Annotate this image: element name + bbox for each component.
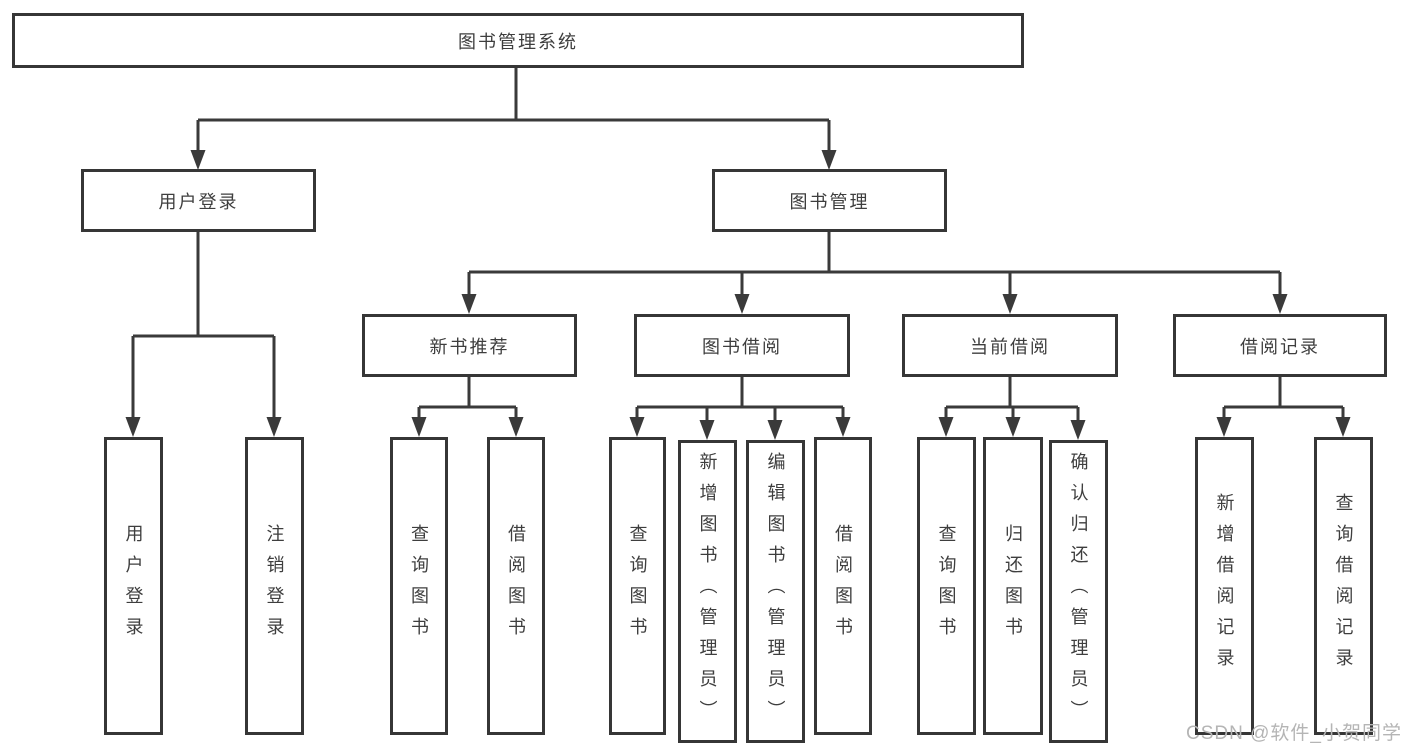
node-new-book-recommend: 新书推荐 <box>362 314 577 377</box>
leaf-query-book-borrow-label: 查询图书 <box>627 524 648 648</box>
leaf-query-book-borrow: 查询图书 <box>609 437 666 735</box>
leaf-query-book-current: 查询图书 <box>917 437 976 735</box>
leaf-return-book-label: 归还图书 <box>1003 524 1023 648</box>
node-new-book-recommend-label: 新书推荐 <box>429 336 510 357</box>
leaf-return-book: 归还图书 <box>983 437 1043 735</box>
leaf-borrow-book-recommend: 借阅图书 <box>487 437 545 735</box>
node-book-management-label: 图书管理 <box>789 191 870 212</box>
arrowheads <box>125 150 1351 440</box>
leaf-logout-label: 注销登录 <box>264 524 285 648</box>
node-root-label: 图书管理系统 <box>458 31 578 52</box>
leaf-query-book-current-label: 查询图书 <box>936 524 957 648</box>
leaf-query-book-recommend: 查询图书 <box>390 437 448 735</box>
node-book-management: 图书管理 <box>712 169 947 232</box>
node-current-borrow: 当前借阅 <box>902 314 1118 377</box>
node-user-login-label: 用户登录 <box>158 191 239 212</box>
csdn-watermark: CSDN @软件_小贺同学 <box>1186 723 1402 744</box>
node-borrow-records-label: 借阅记录 <box>1240 336 1320 357</box>
leaf-confirm-return-admin-label: 确认归还（管理员） <box>1068 452 1089 731</box>
leaf-user-login-label: 用户登录 <box>123 524 144 648</box>
leaf-edit-book-admin: 编辑图书（管理员） <box>746 440 805 743</box>
leaf-add-borrow-record-label: 新增借阅记录 <box>1214 493 1235 679</box>
leaf-confirm-return-admin: 确认归还（管理员） <box>1049 440 1108 743</box>
node-current-borrow-label: 当前借阅 <box>970 336 1050 357</box>
leaf-borrow-book-recommend-label: 借阅图书 <box>506 524 526 648</box>
leaf-query-book-recommend-label: 查询图书 <box>409 524 429 648</box>
leaf-query-borrow-record-label: 查询借阅记录 <box>1333 493 1354 679</box>
node-user-login: 用户登录 <box>81 169 316 232</box>
leaf-edit-book-admin-label: 编辑图书（管理员） <box>765 452 786 731</box>
leaf-query-borrow-record: 查询借阅记录 <box>1314 437 1373 735</box>
leaf-borrow-book-borrow-label: 借阅图书 <box>833 524 853 648</box>
leaf-user-login: 用户登录 <box>104 437 163 735</box>
leaf-add-book-admin: 新增图书（管理员） <box>678 440 737 743</box>
leaf-logout: 注销登录 <box>245 437 304 735</box>
leaf-borrow-book-borrow: 借阅图书 <box>814 437 872 735</box>
node-book-borrow: 图书借阅 <box>634 314 850 377</box>
leaf-add-borrow-record: 新增借阅记录 <box>1195 437 1254 735</box>
node-book-borrow-label: 图书借阅 <box>702 336 782 357</box>
node-root: 图书管理系统 <box>12 13 1024 68</box>
node-borrow-records: 借阅记录 <box>1173 314 1387 377</box>
leaf-add-book-admin-label: 新增图书（管理员） <box>697 452 718 731</box>
